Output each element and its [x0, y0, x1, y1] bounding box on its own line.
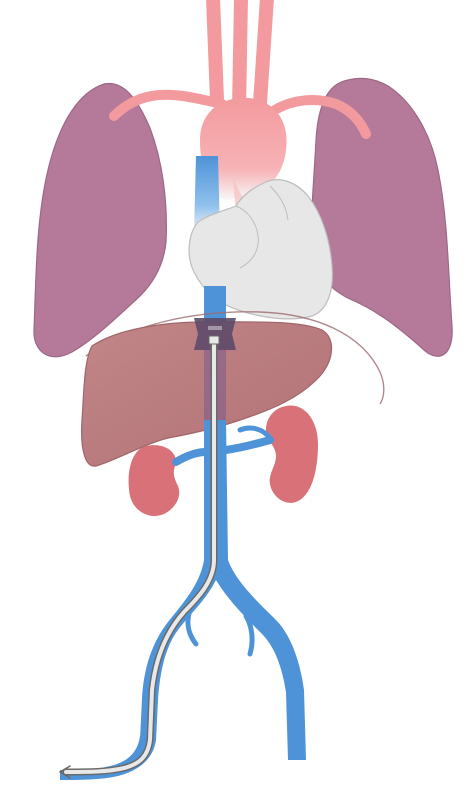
inferior-vena-cava-upper — [204, 286, 226, 322]
left-kidney — [129, 445, 180, 516]
left-lung — [34, 83, 166, 356]
right-kidney — [266, 405, 318, 502]
right-lung — [311, 78, 452, 356]
